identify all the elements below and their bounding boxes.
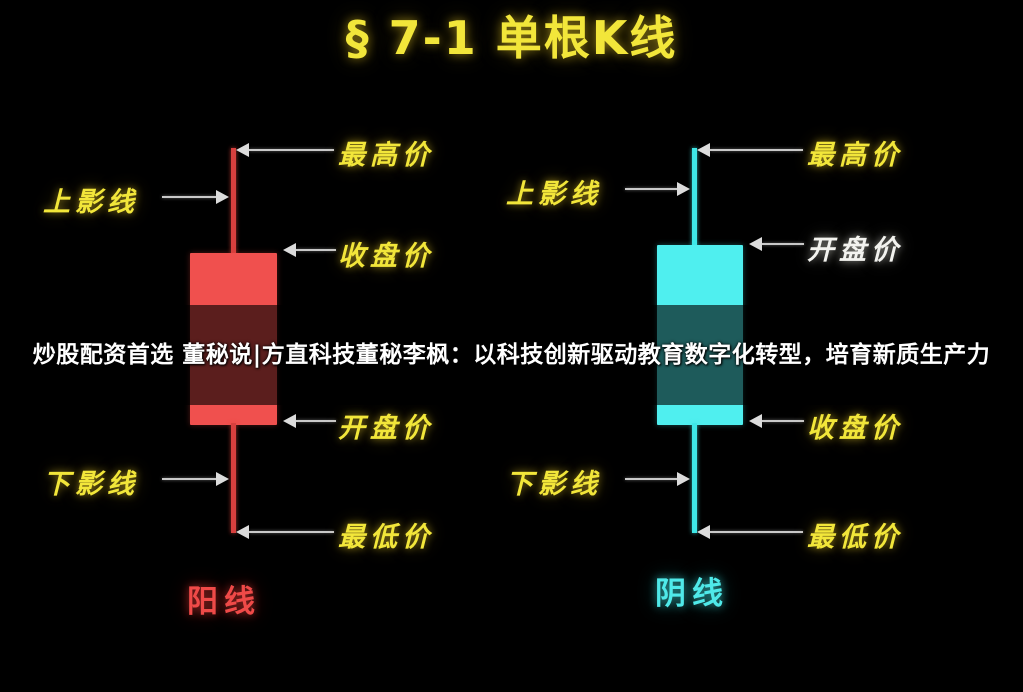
bullish-close-leader	[296, 249, 336, 251]
bearish-upper-shadow-arrowhead	[677, 182, 690, 196]
bullish-low-arrowhead	[236, 525, 249, 539]
bullish-upper-shadow-arrowhead	[216, 190, 229, 204]
bullish-open-leader	[296, 420, 336, 422]
bearish-close-arrowhead	[749, 414, 762, 428]
bearish-low-arrowhead	[697, 525, 710, 539]
bearish-upper-shadow-leader	[625, 188, 679, 190]
bearish-open-leader	[762, 243, 804, 245]
bullish-high-label: 最高价	[338, 140, 434, 171]
bullish-caption: 阳线	[187, 584, 261, 620]
bearish-high-leader	[710, 149, 803, 151]
bullish-low-leader	[249, 531, 334, 533]
bearish-high-label: 最高价	[807, 140, 903, 171]
bullish-open-label: 开盘价	[338, 413, 434, 444]
bullish-upper-shadow-leader	[162, 196, 218, 198]
overlay-banner-text: 炒股配资首选 董秘说|方直科技董秘李枫：以科技创新驱动教育数字化转型，培育新质生…	[32, 342, 991, 368]
bearish-upper-wick	[692, 148, 697, 247]
bearish-high-arrowhead	[697, 143, 710, 157]
bearish-low-label: 最低价	[807, 522, 903, 553]
bearish-lower-shadow-label: 下影线	[506, 469, 602, 500]
bullish-open-arrowhead	[283, 414, 296, 428]
bearish-lower-wick	[692, 423, 697, 533]
bearish-low-leader	[710, 531, 803, 533]
bullish-lower-shadow-arrowhead	[216, 472, 229, 486]
bullish-lower-shadow-leader	[162, 478, 218, 480]
bullish-lower-wick	[231, 423, 236, 533]
bearish-open-label: 开盘价	[807, 235, 903, 266]
bearish-upper-shadow-label: 上影线	[506, 179, 602, 210]
bearish-close-label: 收盘价	[807, 413, 903, 444]
bullish-upper-shadow-label: 上影线	[43, 187, 139, 218]
bullish-high-arrowhead	[236, 143, 249, 157]
bullish-close-arrowhead	[283, 243, 296, 257]
overlay-banner: 炒股配资首选 董秘说|方直科技董秘李枫：以科技创新驱动教育数字化转型，培育新质生…	[0, 305, 1023, 405]
bearish-close-leader	[762, 420, 804, 422]
bearish-lower-shadow-leader	[625, 478, 679, 480]
bullish-close-label: 收盘价	[338, 241, 434, 272]
page-title: § 7-1 单根K线	[345, 11, 678, 65]
bullish-high-leader	[249, 149, 334, 151]
bearish-lower-shadow-arrowhead	[677, 472, 690, 486]
bearish-caption: 阴线	[655, 576, 729, 612]
bearish-open-arrowhead	[749, 237, 762, 251]
bullish-upper-wick	[231, 148, 236, 255]
bullish-lower-shadow-label: 下影线	[43, 469, 139, 500]
bullish-low-label: 最低价	[338, 522, 434, 553]
